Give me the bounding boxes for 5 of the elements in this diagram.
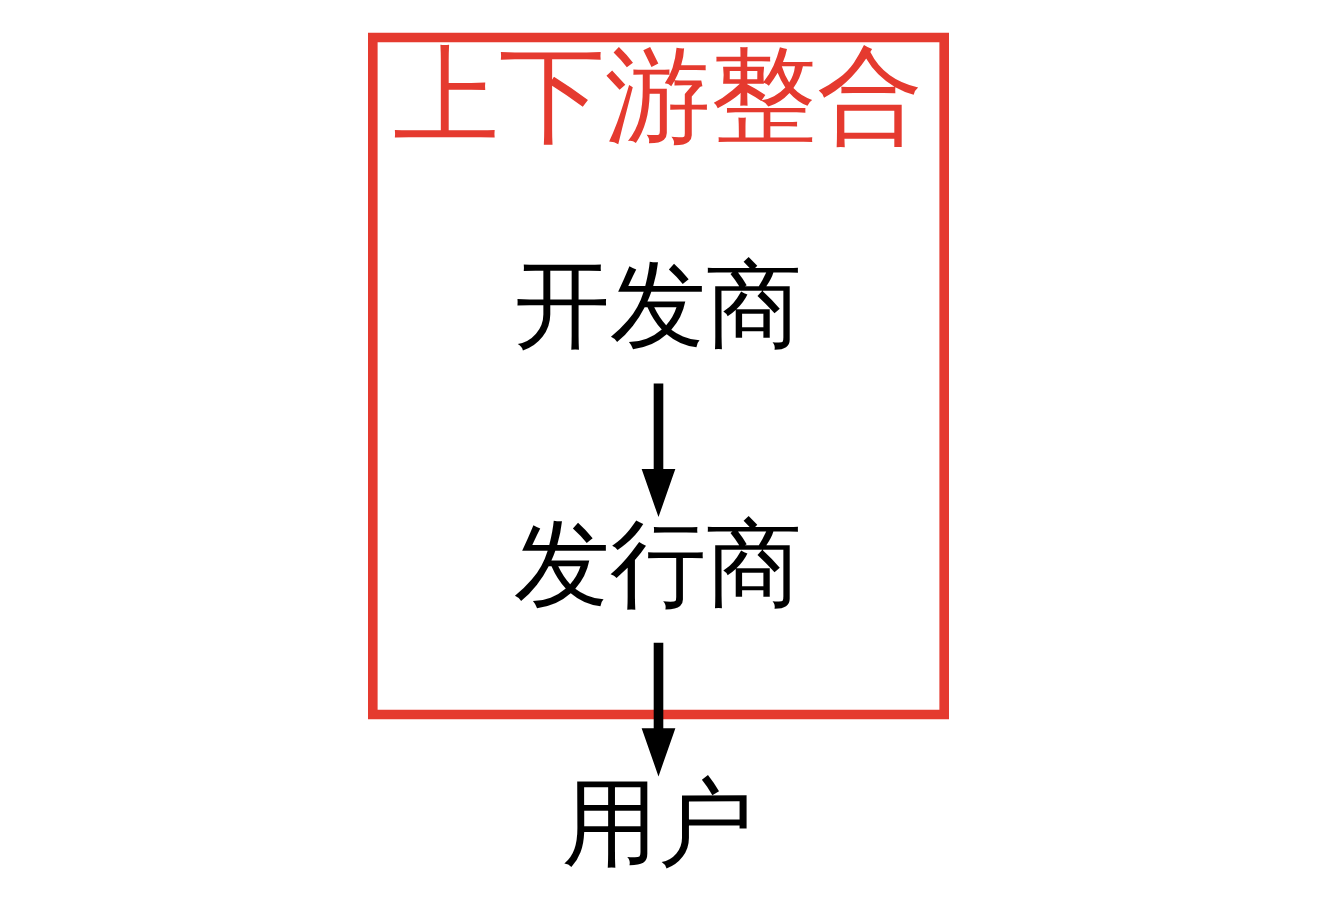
arrow [641, 383, 676, 518]
node-text: 发行商 [514, 507, 803, 620]
arrow [641, 642, 676, 777]
node-text: 开发商 [514, 248, 803, 361]
node-text: 用户 [562, 767, 755, 880]
